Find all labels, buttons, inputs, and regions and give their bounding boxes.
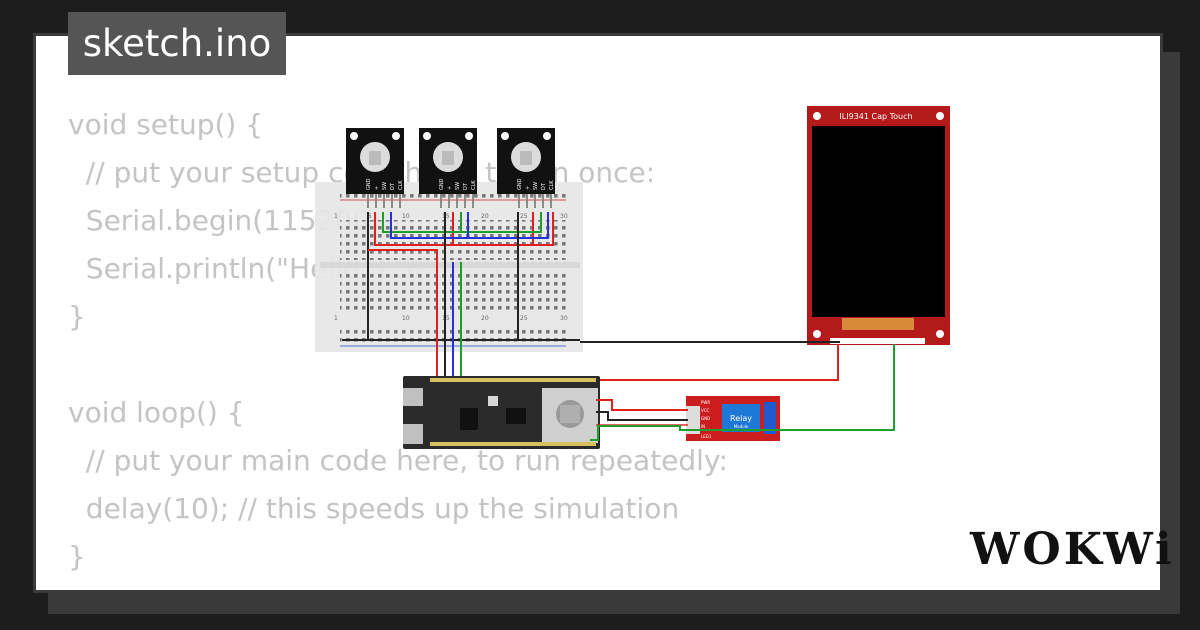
breadboard: 1 5 10 15 20 25 30 1 10 15 20 25 30 (315, 182, 583, 352)
rotary-encoder-2[interactable]: GND + SW DT CLK (419, 128, 477, 208)
encoder-pin: DT (390, 182, 396, 190)
encoder-pin: + (374, 186, 380, 190)
bb-col-number: 1 (334, 213, 338, 220)
bb-col-number: 20 (481, 213, 489, 220)
code-line: void loop() { (68, 396, 245, 429)
encoder-pin: CLK (549, 180, 555, 190)
code-line: } (68, 540, 86, 573)
preview-card (33, 33, 1163, 593)
relay-pin: GND (701, 416, 710, 421)
code-line: delay(10); // this speeds up the simulat… (68, 492, 680, 525)
bb-col-number: 5 (368, 213, 372, 220)
rotary-encoder-3[interactable]: GND + SW DT CLK (497, 128, 555, 208)
file-tab[interactable]: sketch.ino (68, 12, 286, 75)
bb-col-number: 10 (402, 315, 410, 322)
relay-module[interactable]: Relay Module PWR VCC GND IN LED1 (686, 396, 780, 441)
encoder-pin: DT (463, 182, 469, 190)
bb-col-number: 25 (520, 213, 528, 220)
rotary-encoder-1[interactable]: GND + SW DT CLK (346, 128, 404, 208)
encoder-pin: GND (517, 178, 523, 190)
encoder-pin: SW (533, 182, 539, 190)
relay-pin: LED1 (701, 434, 712, 439)
ili9341-display[interactable]: ILI9341 Cap Touch (807, 106, 950, 345)
mcu-wires (368, 249, 462, 380)
long-wires (580, 341, 895, 441)
relay-pin: VCC (701, 408, 710, 413)
relay-pin: IN (701, 424, 705, 429)
encoder-pin: CLK (471, 180, 477, 190)
bb-col-number: 10 (402, 213, 410, 220)
encoder-pin: CLK (398, 180, 404, 190)
encoder-pin: GND (439, 178, 445, 190)
encoder-pin: SW (382, 182, 388, 190)
wokwi-logo: WOKWi (970, 524, 1175, 575)
bb-col-number: 20 (481, 315, 489, 322)
code-line: } (68, 300, 86, 333)
display-label: ILI9341 Cap Touch (839, 112, 912, 121)
encoder-pin: + (447, 186, 453, 190)
relay-label: Relay (730, 414, 752, 423)
encoder-pin: DT (541, 182, 547, 190)
bb-col-number: 1 (334, 315, 338, 322)
code-line: // put your main code here, to run repea… (68, 444, 728, 477)
esp32-board[interactable] (403, 376, 600, 449)
encoder-pin: + (525, 186, 531, 190)
relay-pin: PWR (701, 400, 710, 405)
bb-col-number: 30 (560, 315, 568, 322)
relay-sublabel: Module (734, 424, 749, 429)
encoder-pin: GND (366, 178, 372, 190)
bb-col-number: 30 (560, 213, 568, 220)
encoder-pin: SW (455, 182, 461, 190)
bb-col-number: 25 (520, 315, 528, 322)
code-line: void setup() { (68, 108, 264, 141)
